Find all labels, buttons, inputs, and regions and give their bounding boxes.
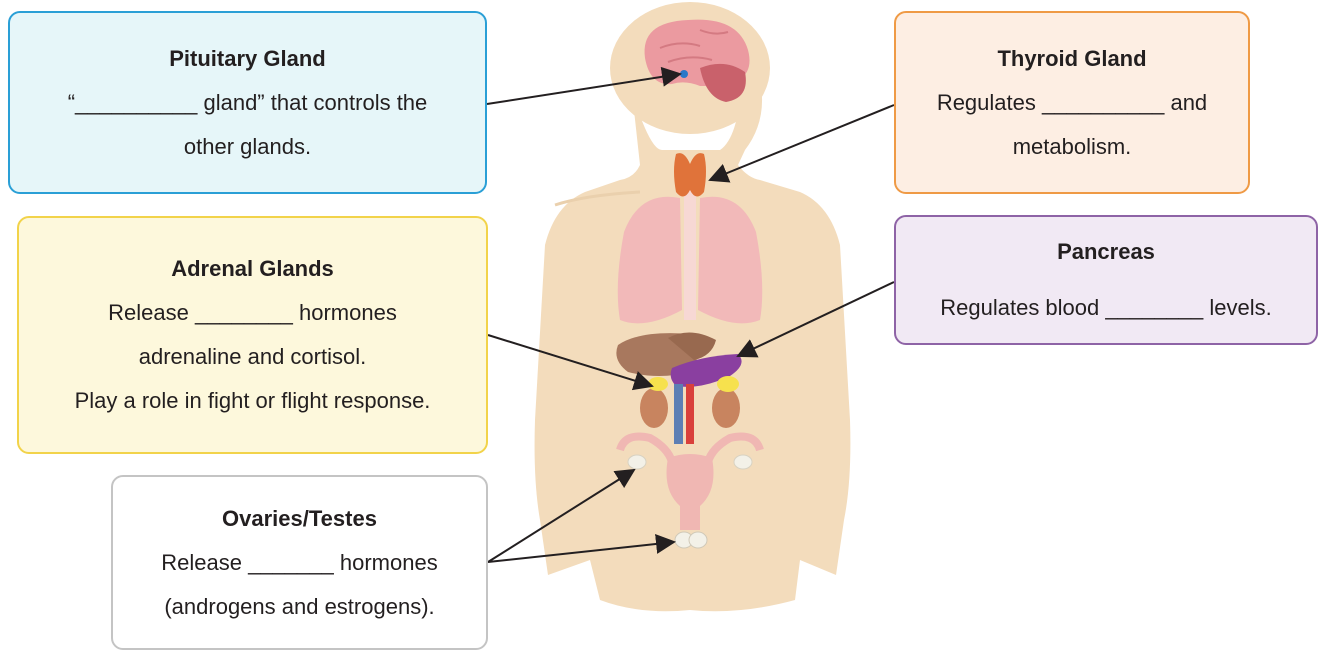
testes-organ: [675, 532, 707, 548]
gonads-title: Ovaries/Testes: [222, 497, 377, 541]
ovaries-testes-box: Ovaries/Testes Release _______ hormones …: [111, 475, 488, 650]
thyroid-title: Thyroid Gland: [997, 37, 1146, 81]
thyroid-gland-box: Thyroid Gland Regulates __________ and m…: [894, 11, 1250, 194]
pancreas-line-1: Regulates blood ________ levels.: [940, 280, 1271, 336]
adrenal-line-1: Release ________ hormones: [108, 291, 397, 335]
pituitary-line-1: “__________ gland” that controls the: [68, 81, 428, 125]
adrenal-line-2: adrenaline and cortisol.: [139, 335, 366, 379]
pituitary-title: Pituitary Gland: [169, 37, 325, 81]
pituitary-line-2: other glands.: [184, 125, 311, 169]
thyroid-line-1: Regulates __________ and: [937, 81, 1207, 125]
pituitary-gland-box: Pituitary Gland “__________ gland” that …: [8, 11, 487, 194]
adrenal-title: Adrenal Glands: [171, 247, 334, 291]
gonads-line-1: Release _______ hormones: [161, 541, 437, 585]
pancreas-box: Pancreas Regulates blood ________ levels…: [894, 215, 1318, 345]
adrenal-glands-box: Adrenal Glands Release ________ hormones…: [17, 216, 488, 454]
thyroid-line-2: metabolism.: [1013, 125, 1132, 169]
gonads-line-2: (androgens and estrogens).: [164, 585, 434, 629]
pancreas-title: Pancreas: [1057, 224, 1155, 280]
adrenal-line-3: Play a role in fight or flight response.: [75, 379, 431, 423]
